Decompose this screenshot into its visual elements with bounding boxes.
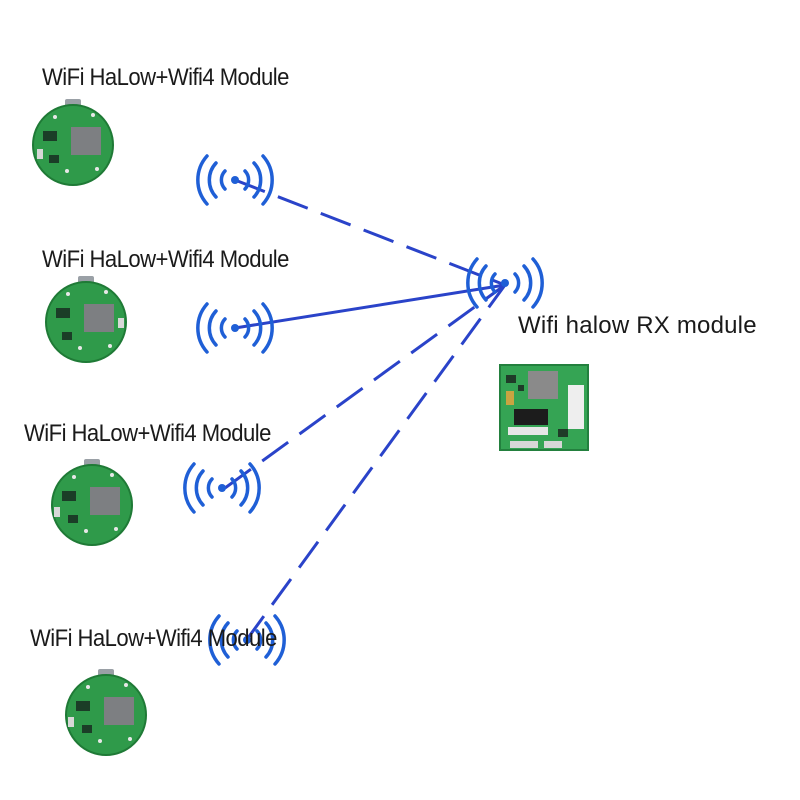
- link-tx4: [243, 284, 507, 643]
- receiver-label: Wifi halow RX module: [518, 312, 757, 339]
- wifi-antenna-icon: [208, 614, 286, 666]
- wifi-antenna-icon: [196, 154, 274, 206]
- transmitter-label: WiFi HaLow+Wifi4 Module: [42, 246, 289, 273]
- wifi-antenna-icon: [466, 257, 544, 309]
- transmitter-label: WiFi HaLow+Wifi4 Module: [30, 625, 277, 652]
- transmitter-label: WiFi HaLow+Wifi4 Module: [42, 64, 289, 91]
- link-tx3: [224, 283, 506, 490]
- link-tx2: [234, 283, 506, 330]
- round-pcb-module: [65, 669, 147, 756]
- round-pcb-module: [45, 276, 127, 363]
- link-tx1: [234, 178, 506, 287]
- wifi-antenna-icon: [196, 302, 274, 354]
- square-pcb-module: [499, 364, 589, 451]
- round-pcb-module: [32, 99, 114, 186]
- wifi-antenna-icon: [183, 462, 261, 514]
- transmitter-label: WiFi HaLow+Wifi4 Module: [24, 420, 271, 447]
- round-pcb-module: [51, 459, 133, 546]
